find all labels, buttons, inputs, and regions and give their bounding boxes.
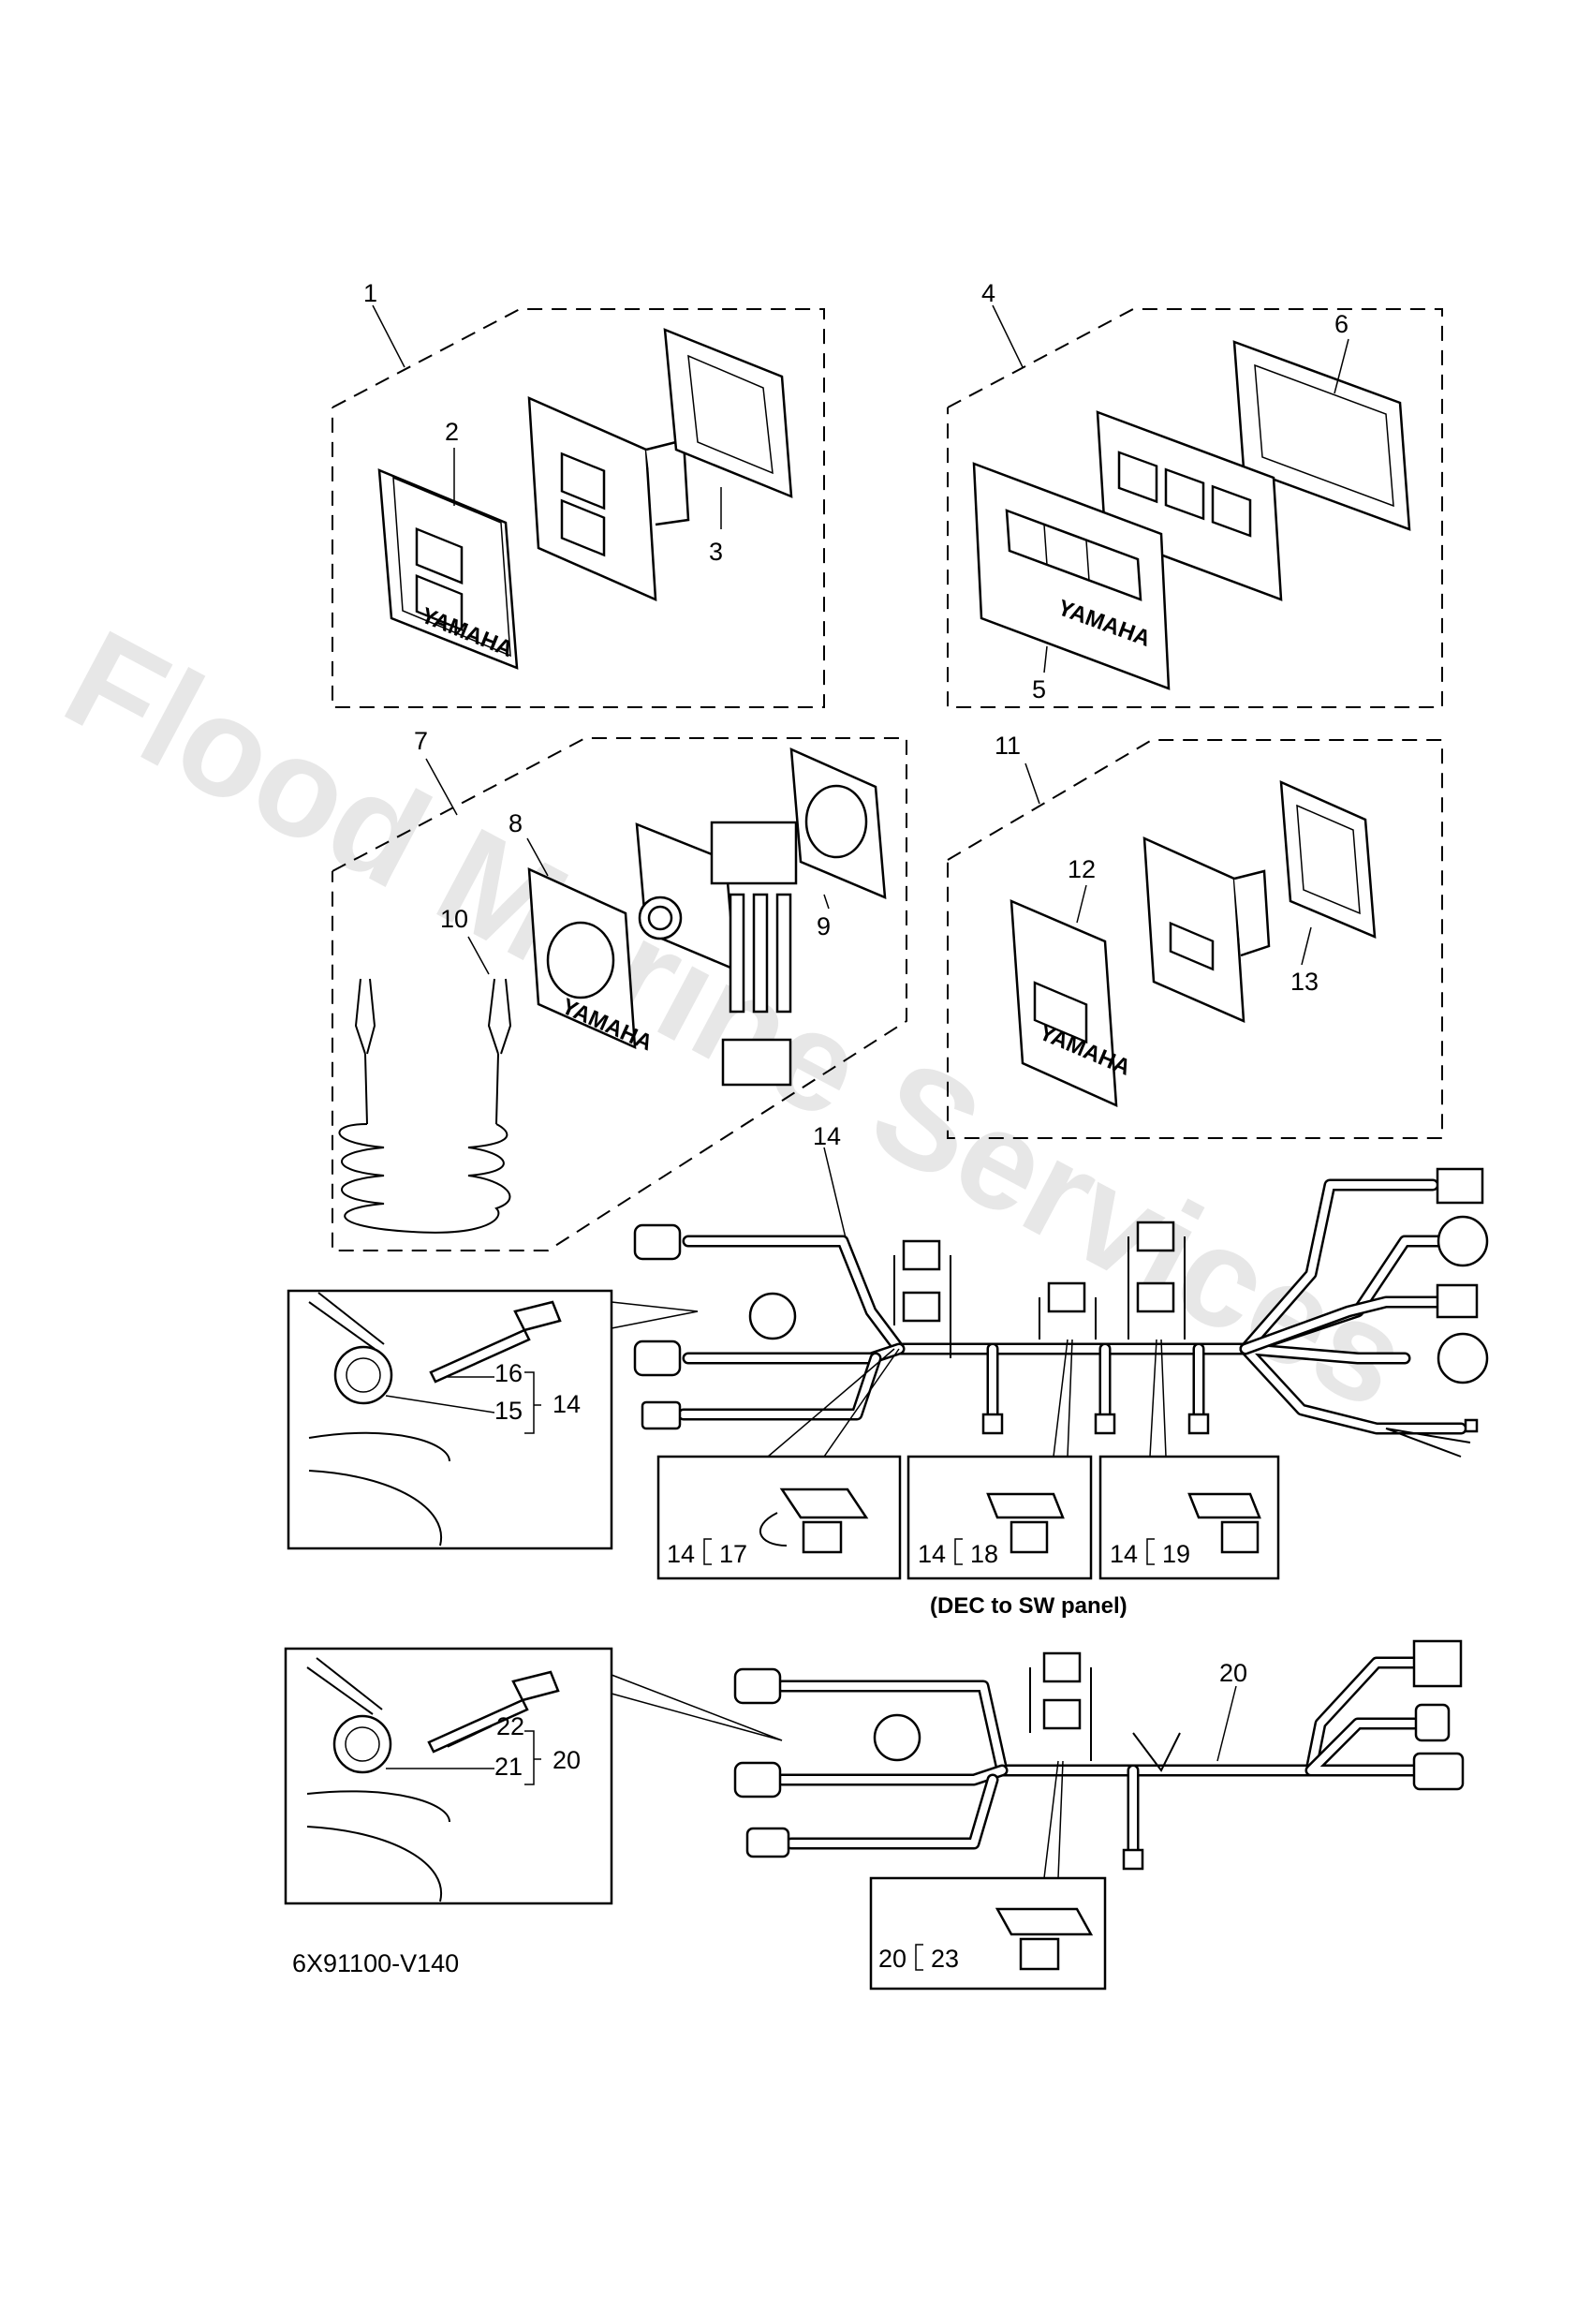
part-label-12: 12 (1068, 855, 1096, 883)
wire-harness-20: 20 (733, 1639, 1465, 1871)
part-label-15: 15 (494, 1397, 523, 1425)
detail-box-20: 22 21 20 (284, 1647, 783, 1905)
part-label-22: 22 (496, 1712, 524, 1740)
harness-20-relays (1029, 1651, 1181, 1871)
group-11-switch-panel: 11 YAMAHA 12 13 (947, 732, 1443, 1139)
lanyard-switch-assembly (635, 821, 798, 1087)
detail-box-14: 16 15 14 (287, 1289, 699, 1550)
part-label-7: 7 (414, 727, 428, 755)
harness-20-connectors (733, 1639, 1465, 1858)
part-label-20: 20 (1219, 1659, 1247, 1687)
detail-parent-14: 14 (553, 1390, 581, 1418)
part-label-1: 1 (363, 279, 377, 307)
caption-dec-to-sw-panel: (DEC to SW panel) (930, 1593, 1127, 1619)
group-4-switch-panel: 4 6 YAMAHA 5 (947, 279, 1443, 708)
part-label-3: 3 (709, 538, 723, 566)
part-label-8: 8 (508, 809, 523, 837)
part-label-10: 10 (440, 905, 468, 933)
part-label-9: 9 (817, 912, 831, 940)
group-1-switch-panel: 1 YAMAHA 2 3 (332, 279, 825, 708)
switch-body (527, 396, 690, 601)
switch-body-single (1142, 836, 1271, 1023)
sub-child-17: 17 (719, 1540, 747, 1568)
gasket-6 (1232, 340, 1411, 531)
detail-parent-20: 20 (553, 1746, 581, 1774)
switch-cover-5: YAMAHA (972, 462, 1171, 690)
sub-child-19: 19 (1162, 1540, 1190, 1568)
switch-cover-12: YAMAHA (1010, 899, 1134, 1107)
gasket-3 (663, 328, 793, 498)
harness-14-wires (677, 1178, 1471, 1458)
sub-box-23: 20 23 (869, 1760, 1107, 1991)
part-label-2: 2 (445, 418, 459, 446)
harness-20-wires (775, 1656, 1421, 1857)
harness-14-relays (893, 1221, 1210, 1435)
harness-14-connectors (633, 1167, 1489, 1433)
part-label-5: 5 (1032, 675, 1046, 703)
part-label-6: 6 (1334, 310, 1349, 338)
sub-child-18: 18 (970, 1540, 998, 1568)
sub-parent-14a: 14 (667, 1540, 695, 1568)
part-label-21: 21 (494, 1753, 523, 1781)
part-label-16: 16 (494, 1359, 523, 1387)
gasket-13 (1279, 780, 1377, 939)
switch-body-triple (1096, 410, 1283, 601)
lanyard-cord-10 (338, 978, 512, 1234)
sub-parent-20: 20 (878, 1945, 906, 1973)
sub-box-18: 14 18 (906, 1339, 1093, 1580)
sub-parent-14b: 14 (918, 1540, 946, 1568)
part-label-13: 13 (1290, 968, 1319, 996)
sub-parent-14c: 14 (1110, 1540, 1138, 1568)
watermark-text: Flood Marine Services (42, 600, 1433, 1439)
switch-cover-2: YAMAHA (377, 468, 519, 670)
sub-child-23: 23 (931, 1945, 959, 1973)
gasket-9 (789, 748, 887, 899)
part-label-14: 14 (813, 1122, 841, 1150)
wire-harness-14: 14 (633, 1122, 1489, 1458)
diagram-code: 6X91100-V140 (292, 1949, 459, 1977)
part-label-4: 4 (981, 279, 995, 307)
sub-box-19: 14 19 (1098, 1339, 1280, 1580)
part-label-11: 11 (995, 732, 1021, 760)
group-7-lanyard-switch: 7 YAMAHA 8 9 (332, 727, 907, 1251)
sub-box-17: 14 17 (656, 1348, 902, 1580)
